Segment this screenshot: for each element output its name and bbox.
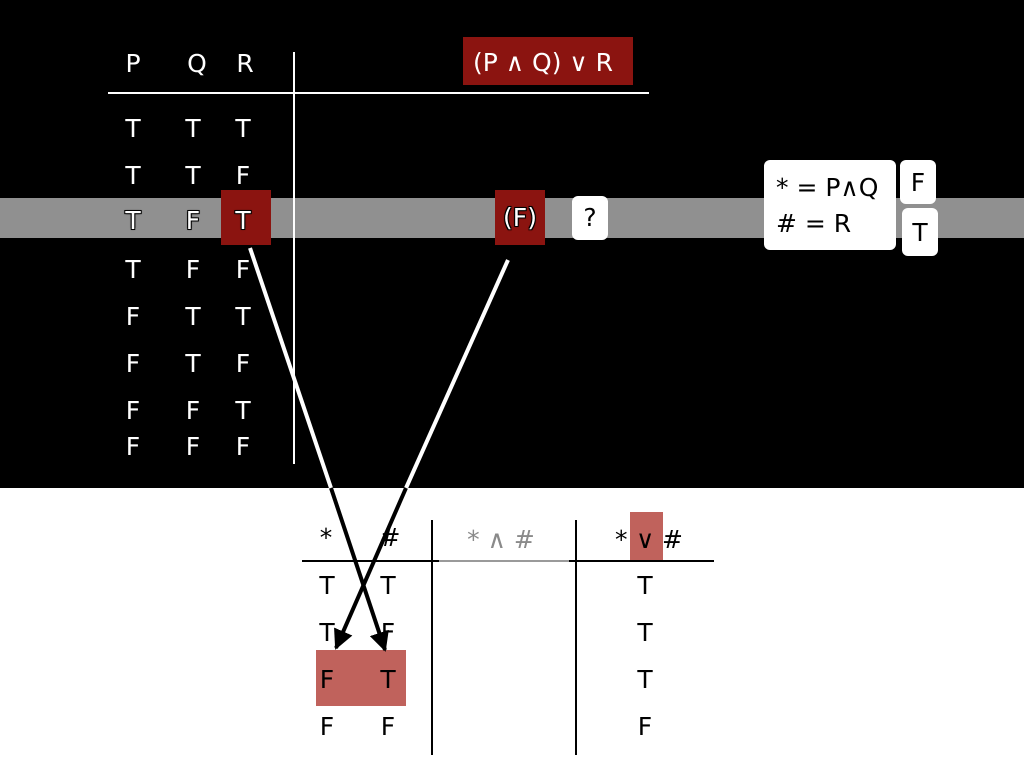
- or-symbol-highlight: [630, 512, 663, 560]
- bottom-cell: F: [380, 712, 396, 741]
- top-cell: F: [235, 432, 251, 461]
- top-cell: F: [185, 255, 201, 284]
- top-cell: T: [125, 161, 141, 190]
- bottom-cell: F: [637, 712, 653, 741]
- bottom-header-or-symbol: ∨: [636, 525, 655, 554]
- legend-star-definition: * = P∧Q: [776, 173, 879, 202]
- header-r: R: [236, 49, 254, 78]
- bottom-cell: T: [380, 665, 396, 694]
- top-cell: F: [125, 432, 141, 461]
- top-cell: F: [185, 396, 201, 425]
- bottom-rule-middle: [439, 560, 569, 562]
- top-cell: F: [235, 349, 251, 378]
- bottom-cell: T: [637, 665, 653, 694]
- bottom-cell: T: [637, 571, 653, 600]
- top-cell: F: [185, 432, 201, 461]
- header-p: P: [125, 49, 141, 78]
- bottom-column-rule-1: [431, 520, 433, 755]
- expression-highlight: [463, 37, 633, 85]
- top-table-column-rule: [293, 52, 295, 464]
- legend-hash-value: T: [912, 218, 928, 247]
- bottom-cell: T: [380, 571, 396, 600]
- legend-hash-definition: # = R: [776, 209, 852, 238]
- partial-value-highlight: [495, 190, 545, 245]
- bottom-header-or-left: *: [615, 525, 628, 554]
- bottom-header-or-right: #: [662, 525, 683, 554]
- bottom-rule-left: [302, 560, 439, 562]
- legend-star-value: F: [910, 168, 926, 197]
- bottom-header-and: * ∧ #: [467, 525, 535, 554]
- top-cell: T: [235, 206, 251, 235]
- arrow-r-white: [248, 247, 333, 489]
- bottom-header-star: *: [319, 523, 333, 552]
- top-table-header-rule: [108, 92, 649, 94]
- bottom-cell: F: [319, 712, 335, 741]
- bottom-cell: T: [319, 618, 335, 647]
- arrow-star-white: [404, 259, 510, 489]
- top-cell: F: [125, 396, 141, 425]
- top-cell: T: [185, 114, 201, 143]
- partial-value: (F): [503, 203, 537, 232]
- expression-header: (P ∧ Q) ∨ R: [473, 48, 614, 77]
- bottom-cell: F: [319, 665, 335, 694]
- top-cell: F: [235, 161, 251, 190]
- bottom-cell: T: [637, 618, 653, 647]
- top-cell: F: [125, 302, 141, 331]
- bottom-cell: T: [319, 571, 335, 600]
- bottom-row-highlight: [316, 650, 406, 706]
- top-cell: T: [185, 161, 201, 190]
- legend-box: * = P∧Q # = R: [764, 160, 896, 250]
- r-cell-highlight: [221, 190, 271, 245]
- top-cell: T: [125, 114, 141, 143]
- top-cell: T: [185, 349, 201, 378]
- bottom-header-hash: #: [379, 523, 401, 552]
- top-cell: T: [185, 302, 201, 331]
- arrow-r-to-hash: [329, 487, 389, 652]
- bottom-rule-right: [569, 560, 714, 562]
- unknown-value: ?: [583, 203, 597, 232]
- top-cell: F: [185, 206, 201, 235]
- top-cell: T: [235, 396, 251, 425]
- top-cell: T: [235, 302, 251, 331]
- top-cell: T: [125, 255, 141, 284]
- top-cell: T: [125, 206, 141, 235]
- unknown-value-box: ?: [572, 196, 608, 240]
- top-cell: F: [125, 349, 141, 378]
- bottom-column-rule-2: [575, 520, 577, 755]
- legend-star-value-box: F: [900, 160, 936, 204]
- top-cell: T: [235, 114, 251, 143]
- header-q: Q: [187, 49, 207, 78]
- arrow-star-to-star: [334, 487, 408, 650]
- top-cell: F: [235, 255, 251, 284]
- legend-hash-value-box: T: [902, 208, 938, 256]
